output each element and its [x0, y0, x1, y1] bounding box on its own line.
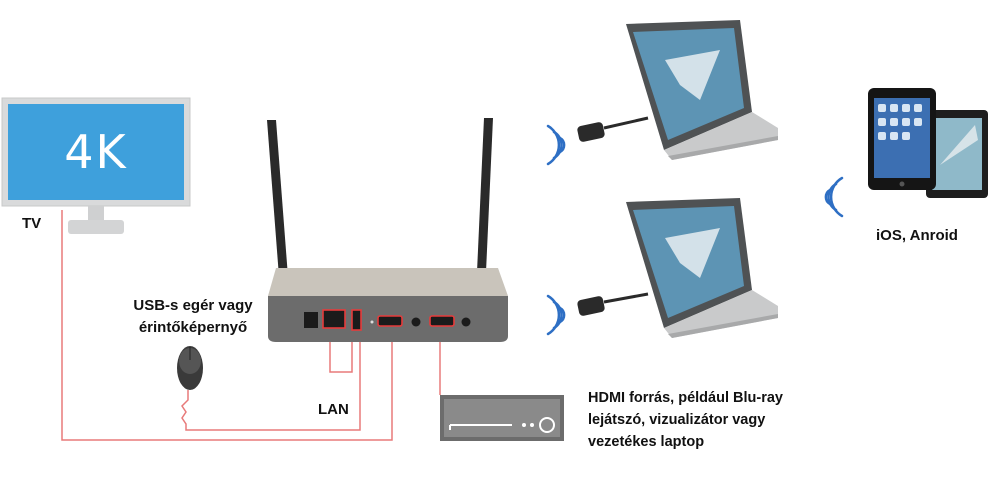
tablet-ipad [868, 88, 936, 190]
receiver-audio-port-2 [461, 317, 471, 327]
antenna-right [475, 118, 493, 316]
wifi-icon-1 [546, 124, 566, 166]
receiver-hdmi-in-port [429, 315, 455, 327]
mouse-usb-cable [181, 332, 361, 431]
wifi-icon-3 [824, 176, 844, 218]
tv [1, 97, 191, 234]
laptop-1 [626, 20, 778, 160]
wireless-dongle-1 [577, 116, 649, 142]
hdmi-source-label-line3: vezetékes laptop [588, 434, 705, 450]
receiver-lan-port [322, 309, 346, 329]
receiver-audio-port [411, 317, 421, 327]
receiver-hdmi-out-port [377, 315, 403, 327]
bluray-player-icon [440, 395, 564, 441]
mouse-label-line1: USB-s egér vagy [133, 297, 253, 314]
tv-neck [88, 206, 104, 220]
wireless-dongle-2 [577, 292, 649, 316]
lan-label: LAN [318, 401, 349, 418]
mouse-label-line2: érintőképernyő [138, 319, 248, 336]
tv-base [68, 220, 124, 234]
cables [61, 210, 441, 441]
lan-cable [329, 332, 353, 373]
tv-screen-label: 4K [64, 125, 128, 179]
wifi-icon-2 [546, 294, 566, 336]
receiver-top [268, 268, 508, 296]
hdmi-source-label-line2: lejátszó, vizualizátor vagy [588, 412, 766, 428]
laptop-2 [626, 198, 778, 338]
tv-label: TV [22, 215, 42, 232]
hdmi-source-label-line1: HDMI forrás, például Blu-ray [588, 390, 783, 406]
antenna-left [267, 120, 291, 316]
mobile-devices-label: iOS, Anroid [876, 227, 958, 244]
tv-hdmi-cable [61, 210, 393, 441]
mouse-icon [177, 346, 203, 390]
wireless-receiver [267, 118, 508, 342]
receiver-dc-port [304, 312, 318, 328]
receiver-usb-port [351, 309, 362, 331]
tablet-android [926, 110, 988, 198]
